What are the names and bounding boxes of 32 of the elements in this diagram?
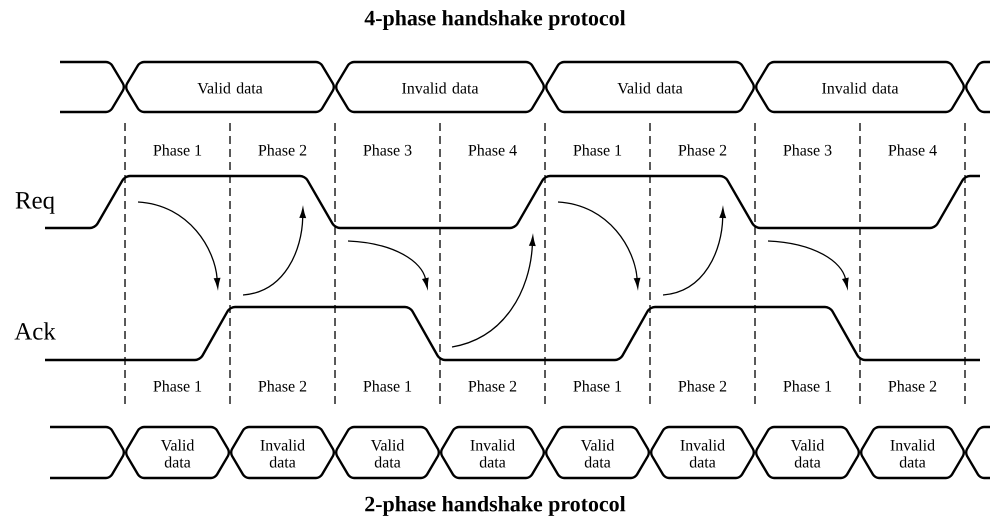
phase-label: Phase 1	[153, 380, 202, 392]
bus-segment: Valid data	[125, 426, 230, 480]
bus-segment: Invalid data	[230, 426, 336, 480]
phase-label: Phase 2	[258, 380, 306, 392]
bus-segment: Invalid data	[755, 60, 965, 114]
bus-segment: Invalid data	[860, 426, 966, 480]
phase-label: Phase 2	[468, 380, 516, 392]
bus-segment: Valid data	[545, 426, 650, 480]
phase-label: Phase 4	[468, 144, 517, 156]
phase-label: Phase 2	[678, 380, 726, 392]
caption: 2-phase handshake protocol	[365, 496, 626, 516]
bus-segment: Valid data	[335, 426, 440, 480]
bus-segment: Valid data	[125, 60, 335, 114]
phase-label: Phase 3	[363, 144, 412, 156]
bus-segment: Invalid data	[650, 426, 756, 480]
bus-segment: Valid data	[755, 426, 860, 480]
signal-name: Req	[16, 192, 55, 214]
phase-label: Phase 3	[783, 144, 832, 156]
phase-label: Phase 1	[573, 380, 622, 392]
phase-label: Phase 1	[573, 144, 622, 156]
bus-segment: Invalid data	[335, 60, 545, 114]
bus-segment: Valid data	[545, 60, 755, 114]
phase-label: Phase 1	[783, 380, 832, 392]
phase-label: Phase 1	[153, 144, 202, 156]
phase-label: Phase 2	[258, 144, 306, 156]
phase-label: Phase 4	[888, 144, 937, 156]
signal-name: Ack	[14, 322, 56, 340]
title: 4-phase handshake protocol	[364, 10, 626, 30]
phase-label: Phase 2	[678, 144, 726, 156]
phase-label: Phase 2	[888, 380, 936, 392]
phase-label: Phase 1	[363, 380, 412, 392]
bus-segment: Invalid data	[440, 426, 546, 480]
